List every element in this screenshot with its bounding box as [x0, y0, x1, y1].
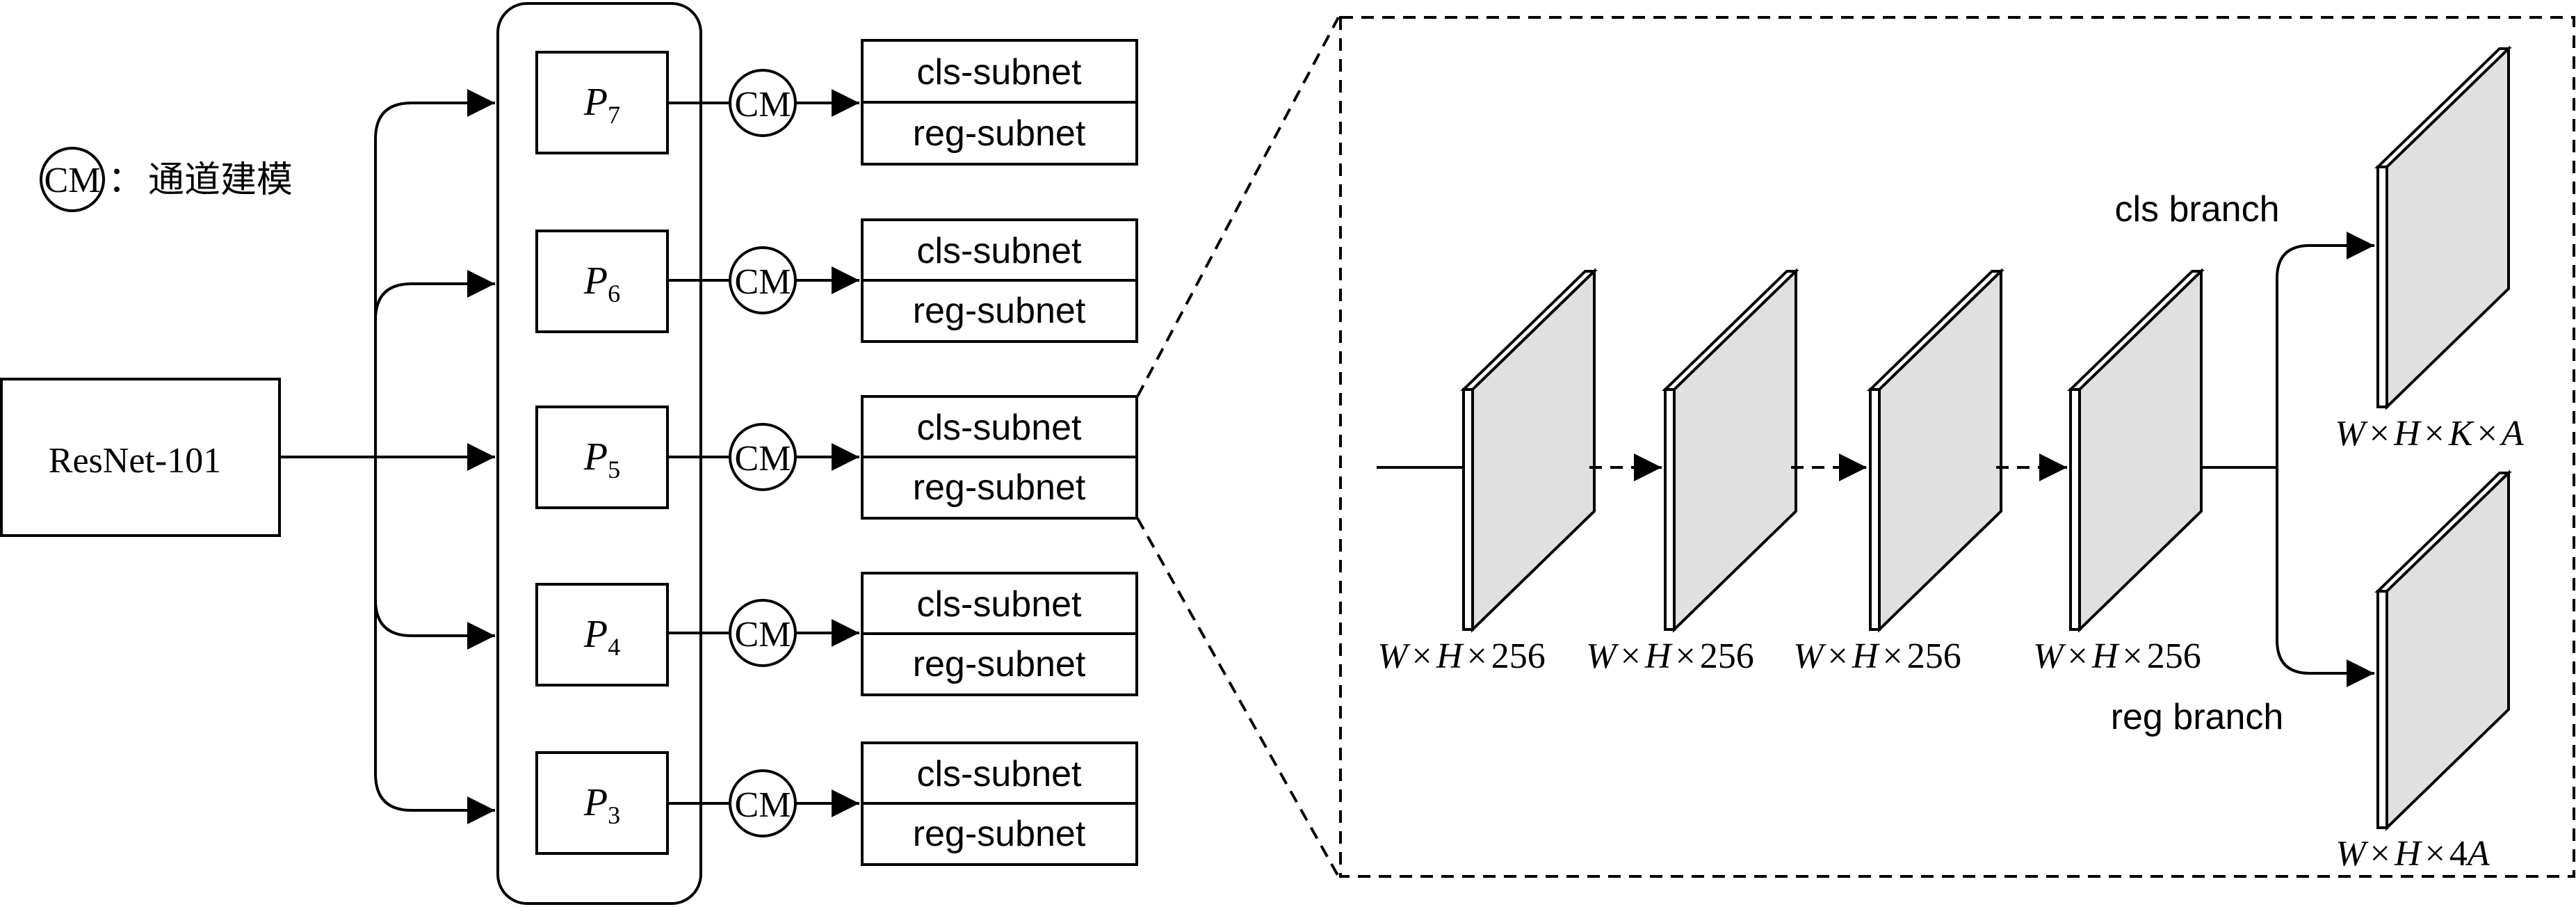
reg-output-dims: W×H×4A [2335, 834, 2490, 874]
p7-cls-subnet: cls-subnet [917, 52, 1083, 93]
p4-cls-subnet: cls-subnet [917, 584, 1083, 625]
feature-map-1-face [1471, 268, 1596, 633]
feature-map-1 [1460, 268, 1598, 633]
subnet-detail-panel: W×H×256 W×H×256 W×H×256 W×H×256 cls bran… [1339, 16, 2575, 878]
backbone-box [0, 378, 281, 537]
cls-output-map [2374, 45, 2512, 410]
p3-reg-subnet: reg-subnet [913, 814, 1086, 854]
pyramid-level-p3: P3 CM cls-subnet reg-subnet [535, 741, 1138, 866]
p5-box [535, 406, 669, 509]
p5-label: P5 [583, 435, 620, 483]
p3-cm-label: CM [735, 785, 791, 825]
reg-branch-arrow [2276, 467, 2374, 687]
p7-box [535, 51, 669, 154]
backbone-to-p6-arrow [374, 270, 495, 321]
reg-output-face [2385, 469, 2510, 831]
cls-branch-arrow [2276, 232, 2374, 467]
zoom-connector-bottom [1136, 517, 1340, 877]
feature-map-1-dims: W×H×256 [1377, 636, 1546, 676]
legend-cm-circle [40, 147, 105, 212]
p5-reg-subnet: reg-subnet [913, 467, 1086, 508]
legend-meaning: 通道建模 [148, 161, 293, 200]
p4-box [535, 583, 669, 687]
p3-box [535, 751, 669, 855]
pyramid-level-p5: P5 CM cls-subnet reg-subnet [535, 395, 1138, 520]
p5-cm-label: CM [735, 439, 791, 479]
feature-map-3 [1867, 268, 2004, 633]
pyramid-container [496, 2, 702, 905]
feature-map-4-dims: W×H×256 [2033, 636, 2201, 676]
cls-branch-label: cls branch [2115, 189, 2280, 230]
p4-label: P4 [583, 613, 620, 661]
pyramid-level-p6: P6 CM cls-subnet reg-subnet [535, 218, 1138, 343]
feature-map-2 [1662, 268, 1799, 633]
p6-cm-label: CM [735, 262, 791, 302]
feature-map-2-dims: W×H×256 [1586, 636, 1754, 676]
legend-cm-symbol: CM [44, 161, 101, 200]
p7-cm-label: CM [735, 85, 791, 125]
backbone-to-p3-arrow [374, 457, 495, 824]
backbone-connectors [280, 89, 495, 824]
cls-output-dims: W×H×K×A [2335, 414, 2524, 454]
cls-output-face [2385, 45, 2510, 410]
legend: CM ： 通道建模 [40, 147, 293, 212]
p6-cls-subnet: cls-subnet [917, 231, 1083, 271]
pyramid-level-p4: P4 CM cls-subnet reg-subnet [535, 572, 1138, 696]
p6-reg-subnet: reg-subnet [913, 291, 1086, 331]
pyramid-level-p7: P7 CM cls-subnet reg-subnet [535, 39, 1138, 166]
p7-label: P7 [583, 81, 620, 129]
backbone-to-p7-arrow [374, 89, 495, 457]
p3-label: P3 [583, 781, 620, 829]
backbone-label: ResNet-101 [49, 441, 221, 481]
zoom-connector-top [1136, 17, 1340, 397]
backbone-block: ResNet-101 [0, 378, 281, 537]
p4-cm-label: CM [735, 615, 791, 655]
feature-map-4-face [2078, 268, 2203, 633]
detail-panel-border [1339, 16, 2575, 878]
reg-branch-label: reg branch [2111, 697, 2284, 737]
feature-map-3-dims: W×H×256 [1793, 636, 1961, 676]
feature-map-4 [2067, 268, 2205, 633]
legend-separator: ： [108, 161, 144, 200]
feature-map-3-face [1878, 268, 2002, 633]
p6-label: P6 [583, 259, 620, 307]
p4-reg-subnet: reg-subnet [913, 644, 1086, 684]
p3-cls-subnet: cls-subnet [917, 754, 1083, 794]
feature-map-2-face [1673, 268, 1797, 633]
reg-output-map [2374, 469, 2512, 831]
p7-reg-subnet: reg-subnet [913, 113, 1086, 154]
p5-cls-subnet: cls-subnet [917, 408, 1083, 448]
backbone-to-p4-arrow [374, 599, 495, 650]
